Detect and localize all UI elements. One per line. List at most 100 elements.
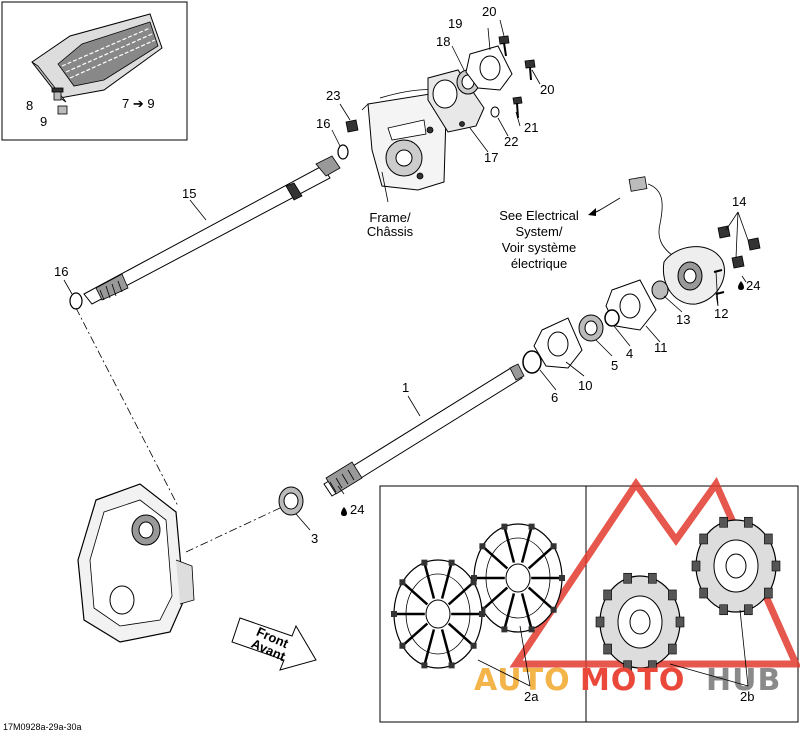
electrical-note-line1: See Electrical — [499, 208, 579, 223]
callout-21: 21 — [524, 120, 538, 135]
flange-19 — [465, 45, 513, 91]
sprocket-2b-rear — [691, 516, 781, 616]
sprocket-tooth — [399, 579, 406, 586]
sprocket-tooth — [648, 572, 657, 584]
sprocket-spoke — [483, 546, 509, 570]
callout-2b: 2b — [740, 689, 754, 704]
callout-16-lower: 16 — [54, 264, 68, 279]
spacer-13 — [651, 280, 669, 300]
circlip-16-upper — [337, 144, 349, 160]
speed-sensor-harness — [628, 176, 677, 259]
centerline-shaft1 — [185, 507, 281, 553]
sprocket-2a — [391, 523, 565, 669]
sprocket-tooth — [648, 660, 657, 672]
callout-24-lower: 24 — [350, 502, 364, 517]
callout-5: 5 — [611, 358, 618, 373]
chaincase-housing — [77, 483, 195, 643]
sprocket-tooth — [528, 523, 535, 530]
sprocket-spoke — [447, 582, 473, 606]
sprocket-tooth — [399, 642, 406, 649]
oil-drop-icon — [738, 281, 744, 290]
stud-illustration — [51, 87, 64, 101]
sprocket-tooth — [764, 533, 773, 545]
callout-22: 22 — [504, 134, 518, 149]
front-arrow: Front Avant — [231, 617, 317, 671]
sprocket-tooth — [550, 606, 557, 613]
callout-18: 18 — [436, 34, 450, 49]
sprocket-tooth — [421, 662, 428, 669]
sprocket-2a-rear — [471, 523, 565, 633]
sprocket-tooth — [448, 662, 455, 669]
callout-9: 9 — [40, 114, 47, 129]
sprocket-tooth — [719, 516, 728, 528]
circlip-16-lower — [69, 292, 83, 310]
leader-lines — [63, 19, 749, 687]
drive-shaft-1 — [323, 363, 525, 497]
frame-note-line2: Châssis — [367, 224, 414, 239]
sprocket-tooth — [623, 572, 632, 584]
sprocket-tooth — [550, 543, 557, 550]
sprocket-spoke — [483, 586, 509, 610]
sprocket-tooth — [501, 626, 508, 633]
arrowhead-electrical-tip — [588, 208, 596, 216]
ring-6 — [522, 350, 542, 374]
sprocket-spoke — [503, 593, 516, 628]
sprocket-spoke — [440, 629, 453, 664]
callout-19: 19 — [448, 16, 462, 31]
sprocket-tooth — [623, 660, 632, 672]
sprocket-spoke — [447, 622, 473, 646]
centerline-shaft15 — [75, 307, 179, 507]
frame-note-line1: Frame/ — [369, 210, 411, 225]
sprocket-tooth — [764, 587, 773, 599]
callout-20-side: 20 — [540, 82, 554, 97]
nut-23 — [345, 119, 359, 133]
sprocket-spoke — [423, 629, 436, 664]
sprocket-tooth — [448, 559, 455, 566]
sprocket-2b — [595, 516, 781, 672]
nuts-14 — [717, 225, 761, 269]
sprocket-spoke — [527, 586, 553, 610]
plate-10 — [533, 317, 583, 369]
sprocket-spoke — [403, 622, 429, 646]
sprocket-tooth — [691, 560, 701, 572]
sprocket-tooth — [719, 604, 728, 616]
electrical-note-line2: System/ — [516, 224, 563, 239]
callout-4: 4 — [626, 346, 633, 361]
shaft-15 — [83, 155, 341, 305]
bolt-20-top — [498, 35, 510, 57]
electrical-note-line4: électrique — [511, 256, 567, 271]
sprocket-tooth — [771, 560, 781, 572]
sprocket-tooth — [479, 543, 486, 550]
bolt-21 — [512, 96, 523, 119]
sprocket-tooth — [470, 579, 477, 586]
sprocket-inset — [379, 485, 799, 723]
callout-7-9: 7 ➔ 9 — [122, 96, 155, 111]
sprocket-spoke — [423, 564, 436, 599]
oil-drop-icon — [341, 507, 347, 516]
sprocket-tooth — [479, 611, 485, 617]
watermark-moto: MOTO — [580, 663, 685, 698]
sprocket-spoke — [520, 528, 533, 563]
sprocket-tooth — [559, 575, 565, 581]
callout-16-upper: 16 — [316, 116, 330, 131]
sprocket-tooth — [675, 616, 685, 628]
bolt-20-side — [524, 59, 536, 81]
sprocket-tooth — [603, 643, 612, 655]
callout-11: 11 — [654, 340, 668, 355]
seal-4 — [604, 309, 620, 327]
callout-3: 3 — [311, 531, 318, 546]
seal-3 — [278, 486, 304, 516]
sprocket-tooth — [501, 523, 508, 530]
sprocket-tooth — [699, 587, 708, 599]
sprocket-spoke — [527, 546, 553, 570]
sprocket-tooth — [603, 589, 612, 601]
callout-2a: 2a — [524, 689, 539, 704]
watermark-triangle — [509, 476, 800, 668]
callout-13: 13 — [676, 312, 690, 327]
sprocket-tooth — [668, 643, 677, 655]
callout-20-top: 20 — [482, 4, 496, 19]
callout-23: 23 — [326, 88, 340, 103]
chassis-frame — [361, 89, 447, 191]
callout-14: 14 — [732, 194, 746, 209]
